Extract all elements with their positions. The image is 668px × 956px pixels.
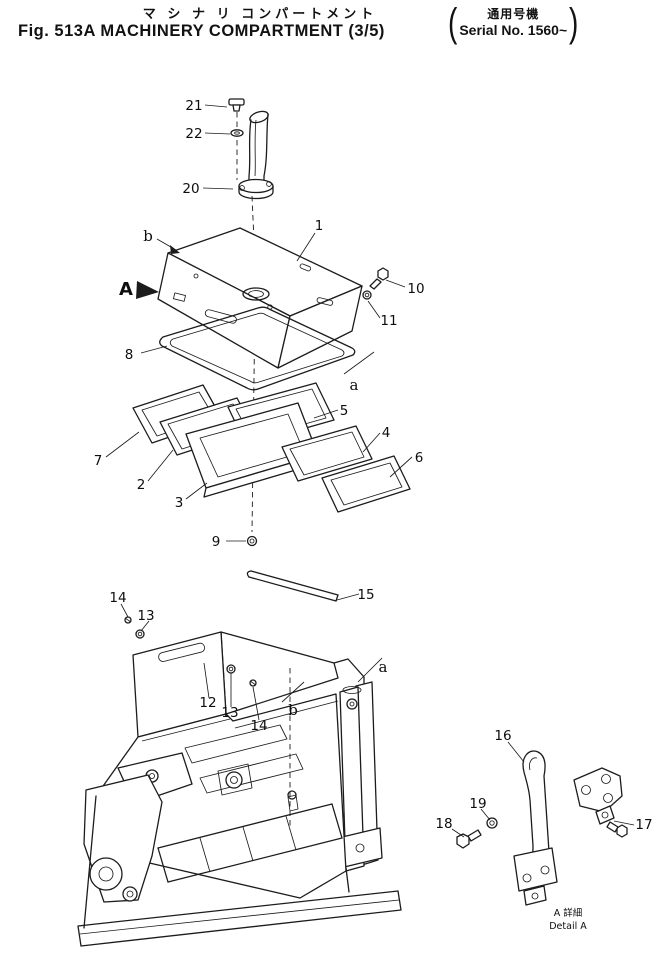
paren-close: ): [569, 1, 579, 45]
view-label-A: A: [119, 279, 133, 300]
exhaust-pipe-assembly: [228, 98, 274, 200]
callout-12: 12: [199, 695, 216, 711]
screw-14-mid: [249, 679, 257, 687]
callout-13-mid: 13: [221, 705, 238, 721]
callout-labels: 21 22 20 b 1 A 10 11 8 a 5 4 7 2 6 3 9 1…: [94, 98, 653, 833]
callout-2: 2: [137, 477, 146, 493]
screw-14-left: [124, 616, 132, 624]
hinge-bracket: [573, 767, 623, 825]
center-boss: [225, 771, 243, 789]
arrowhead-b: [170, 245, 180, 254]
callout-11: 11: [380, 313, 397, 329]
rod-15: [246, 570, 339, 602]
detail-caption-ja: A 詳細: [554, 907, 583, 919]
ref-letter-b-low: b: [288, 701, 298, 719]
figure-title: Fig. 513A MACHINERY COMPARTMENT (3/5): [18, 22, 385, 40]
floor-opening-1: [184, 724, 288, 764]
washer-19: [486, 817, 498, 829]
panel-stack: [132, 382, 411, 547]
callout-3: 3: [175, 495, 184, 511]
detail-caption-en: Detail A: [549, 921, 587, 932]
serial-number-block: ( 通用号機 Serial No. 1560~ ): [446, 0, 580, 46]
grommet-9: [246, 535, 258, 547]
callout-8: 8: [125, 347, 134, 363]
bolt-10: [369, 267, 389, 290]
right-posts: [337, 681, 383, 872]
ref-letter-a-top: a: [350, 376, 359, 394]
washer-13-mid: [226, 664, 236, 674]
latch-detail-A: [456, 750, 628, 906]
callout-16: 16: [494, 728, 511, 744]
ref-letter-b-top: b: [143, 227, 153, 245]
callout-7: 7: [94, 453, 103, 469]
callout-19: 19: [469, 796, 486, 812]
washer-13-left: [135, 629, 145, 639]
pipe-20: [238, 110, 274, 200]
latch-lever-16: [513, 750, 558, 906]
pivot-brackets: [83, 752, 193, 903]
callout-21: 21: [185, 98, 202, 114]
bolt-17: [606, 821, 628, 838]
callout-14-left: 14: [109, 590, 126, 606]
callout-13-left: 13: [137, 608, 154, 624]
ref-letter-a-low: a: [379, 658, 388, 676]
callout-5: 5: [340, 403, 349, 419]
washer-11: [362, 290, 372, 300]
bolt-18: [456, 829, 482, 849]
washer-22: [230, 129, 244, 137]
ladder-frame: [157, 803, 343, 883]
base-bar: [77, 890, 402, 947]
callout-6: 6: [415, 450, 424, 466]
callout-10: 10: [407, 281, 424, 297]
bolt-21: [228, 98, 245, 106]
floor-opening-2: [199, 753, 304, 794]
compartment-frame: [77, 616, 402, 947]
callout-18: 18: [435, 816, 452, 832]
panel-4: [281, 425, 373, 482]
paren-open: (: [447, 1, 458, 45]
callout-15: 15: [357, 587, 374, 603]
gasket-seal-8: [159, 306, 356, 391]
view-arrow-A: [136, 281, 159, 299]
serial-number-text: Serial No. 1560~: [459, 21, 568, 38]
callout-17: 17: [635, 817, 652, 833]
slot-12: [158, 642, 206, 662]
panel-6: [321, 455, 411, 513]
callout-22: 22: [185, 126, 202, 142]
callout-14-mid: 14: [250, 718, 267, 734]
serial-label-japanese: 通用号機: [487, 6, 540, 21]
page-title-japanese: マ シ ナ リ コンパートメント: [142, 6, 378, 21]
callout-9: 9: [212, 534, 221, 550]
callout-20: 20: [182, 181, 199, 197]
callout-1: 1: [315, 218, 324, 234]
callout-4: 4: [382, 425, 391, 441]
cover-part-1: [157, 227, 389, 369]
